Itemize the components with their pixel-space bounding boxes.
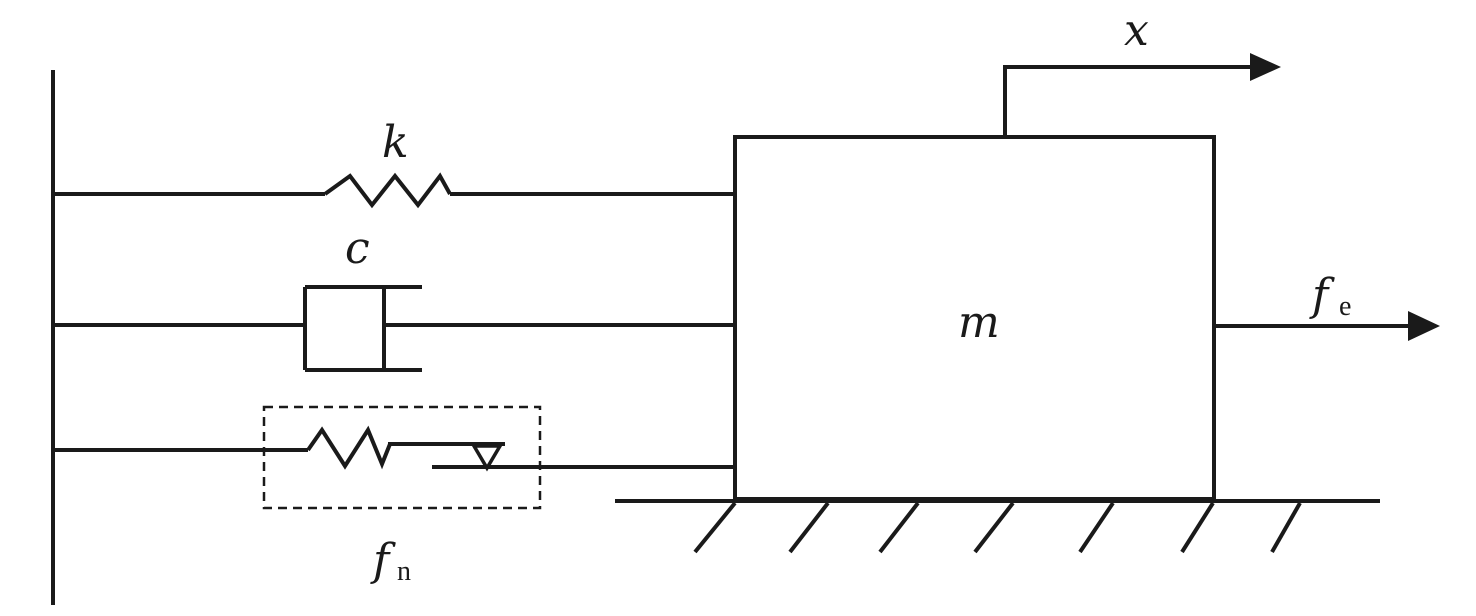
nonlinear-force-label: f: [370, 535, 396, 586]
ground-hatch: [1180, 501, 1215, 554]
nonlinear-spring-zigzag: [306, 425, 392, 470]
ground: [615, 499, 1380, 554]
ground-hatch: [693, 501, 737, 554]
spring-k-branch: [53, 172, 735, 209]
mass-label: m: [958, 297, 1000, 348]
nonlinear-force-subscript: n: [397, 556, 411, 587]
external-force-arrowhead: [1408, 311, 1440, 341]
displacement-arrow: [1003, 53, 1281, 137]
ground-hatch: [973, 501, 1015, 554]
spring-k-zigzag: [323, 172, 452, 209]
external-force-subscript: e: [1339, 291, 1351, 322]
nonlinear-element-dashed-box: [262, 405, 542, 510]
damper-cylinder: [382, 285, 422, 372]
damper-c-branch: [53, 285, 735, 372]
ground-hatch: [1078, 501, 1115, 554]
ground-hatch: [878, 501, 920, 554]
external-force-arrow: [1214, 311, 1440, 341]
nonlinear-element-branch: [53, 405, 735, 510]
ground-hatch: [788, 501, 830, 554]
ground-hatch: [1270, 502, 1302, 553]
spring-label: k: [382, 117, 409, 168]
friction-wedge: [470, 444, 504, 472]
external-force-label: f: [1309, 270, 1335, 321]
displacement-label: x: [1124, 5, 1149, 56]
displacement-arrowhead: [1250, 53, 1281, 81]
damper-label: c: [345, 223, 370, 274]
